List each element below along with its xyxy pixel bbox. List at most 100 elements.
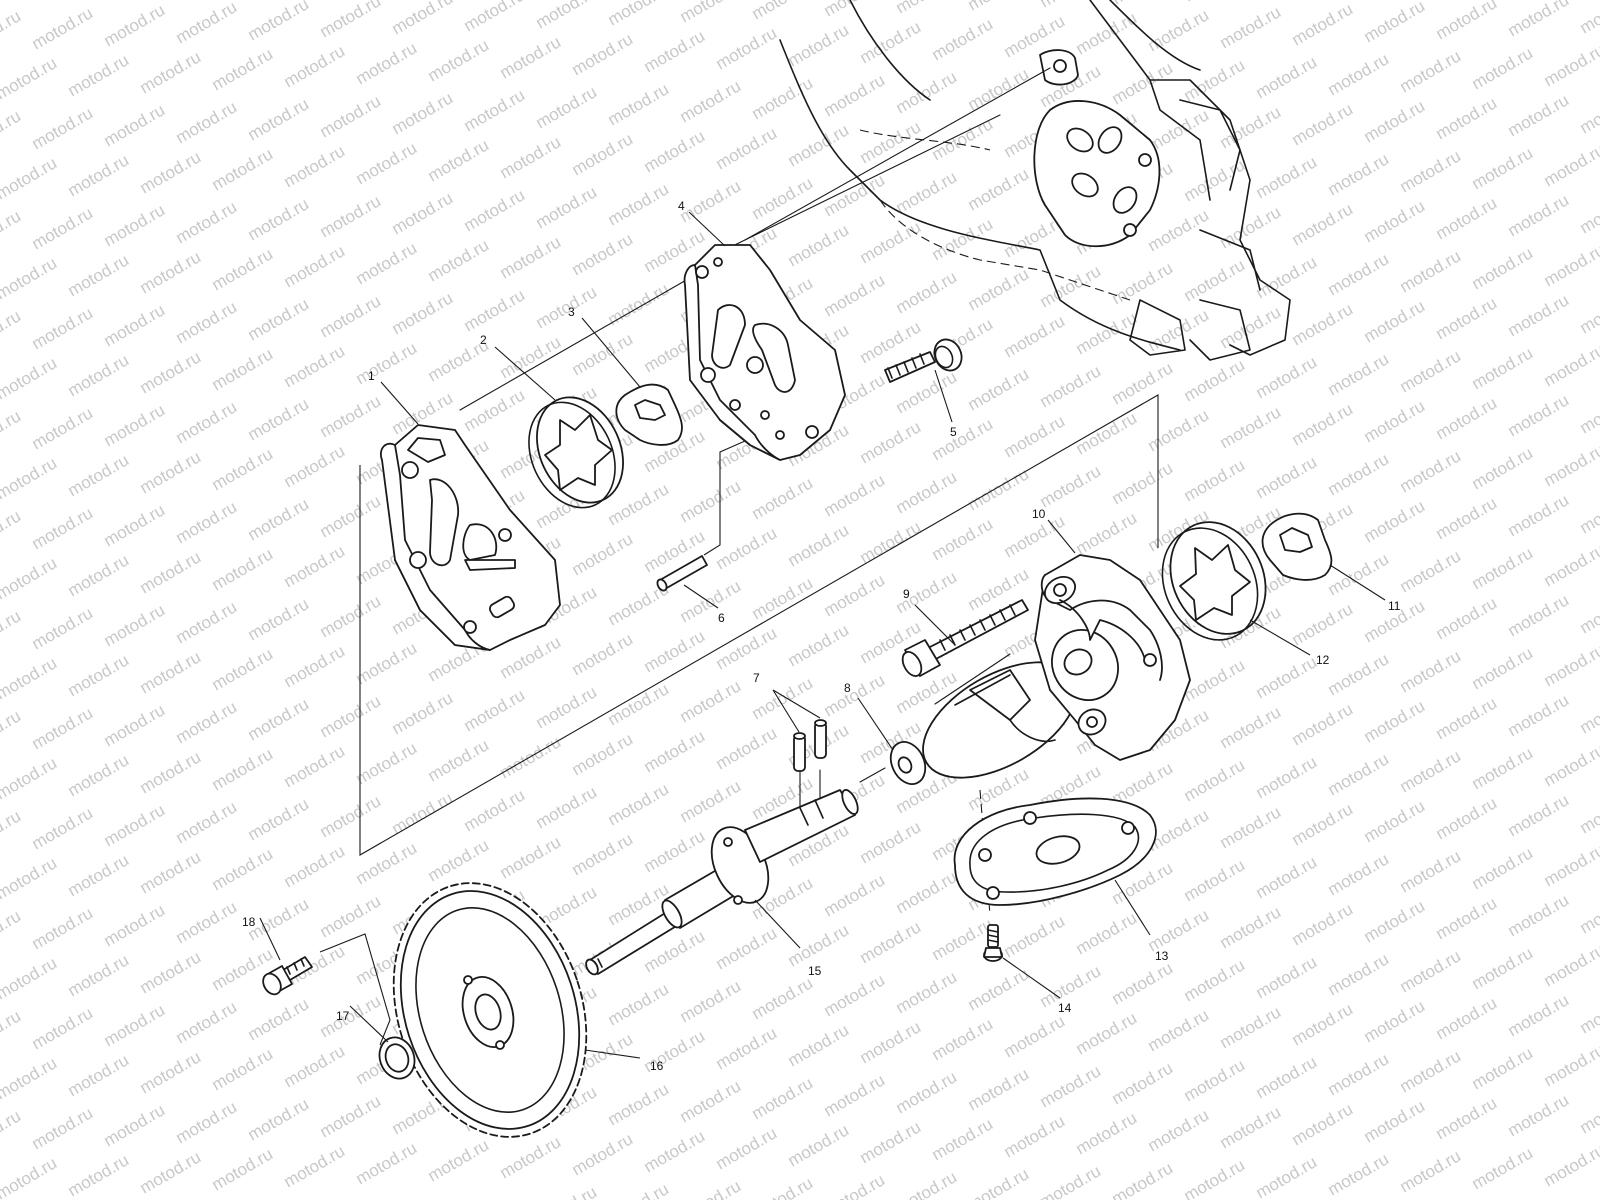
- watermark-text: motod.ru: [245, 1094, 313, 1144]
- watermark-text: motod.ru: [749, 73, 817, 123]
- watermark-text: motod.ru: [1397, 46, 1465, 96]
- watermark-text: motod.ru: [353, 138, 421, 188]
- watermark-text: motod.ru: [461, 385, 529, 435]
- watermark-text: motod.ru: [1289, 899, 1357, 949]
- watermark-text: motod.ru: [1433, 0, 1501, 43]
- watermark-text: motod.ru: [0, 306, 24, 356]
- watermark-text: motod.ru: [353, 638, 421, 688]
- watermark-text: motod.ru: [101, 900, 169, 950]
- watermark-text: motod.ru: [1325, 749, 1393, 799]
- watermark-text: motod.ru: [281, 41, 349, 91]
- watermark-text: motod.ru: [893, 1067, 961, 1117]
- watermark-text: motod.ru: [1325, 49, 1393, 99]
- watermark-text: motod.ru: [1001, 911, 1069, 961]
- watermark-text: motod.ru: [857, 17, 925, 67]
- watermark-text: motod.ru: [1253, 352, 1321, 402]
- callout-10: 10: [1032, 507, 1046, 521]
- watermark-text: motod.ru: [65, 150, 133, 200]
- callout-3: 3: [568, 305, 575, 319]
- watermark-text: motod.ru: [569, 29, 637, 79]
- watermark-text: motod.ru: [137, 47, 205, 97]
- watermark-text: motod.ru: [1037, 461, 1105, 511]
- watermark-text: motod.ru: [569, 529, 637, 579]
- watermark-text: motod.ru: [1001, 411, 1069, 461]
- watermark-text: motod.ru: [0, 706, 24, 756]
- watermark-text: motod.ru: [857, 817, 925, 867]
- part-12-outer-rotor: [1161, 521, 1267, 641]
- watermark-text: motod.ru: [1001, 1111, 1069, 1161]
- watermark-text: motod.ru: [137, 747, 205, 797]
- watermark-text: motod.ru: [533, 182, 601, 232]
- watermark-text: motod.ru: [605, 979, 673, 1029]
- watermark-text: motod.ru: [1541, 140, 1600, 190]
- watermark-text: motod.ru: [605, 179, 673, 229]
- watermark-text: motod.ru: [965, 464, 1033, 514]
- watermark-text: motod.ru: [1433, 593, 1501, 643]
- watermark-text: motod.ru: [1469, 343, 1537, 393]
- watermark-text: motod.ru: [65, 350, 133, 400]
- watermark-text: motod.ru: [1325, 1149, 1393, 1199]
- watermark-text: motod.ru: [965, 264, 1033, 314]
- watermark-text: motod.ru: [1109, 358, 1177, 408]
- watermark-text: motod.ru: [1577, 387, 1600, 437]
- watermark-text: motod.ru: [1253, 1152, 1321, 1200]
- watermark-text: motod.ru: [929, 414, 997, 464]
- watermark-text: motod.ru: [425, 835, 493, 885]
- part-13-gasket: [953, 797, 1157, 906]
- watermark-text: motod.ru: [101, 0, 169, 50]
- watermark-text: motod.ru: [137, 347, 205, 397]
- watermark-text: motod.ru: [1541, 1040, 1600, 1090]
- watermark-text: motod.ru: [1109, 0, 1177, 8]
- watermark-text: motod.ru: [1577, 787, 1600, 837]
- watermark-text: motod.ru: [1073, 1008, 1141, 1058]
- watermark-text: motod.ru: [137, 1047, 205, 1097]
- watermark-text: motod.ru: [1361, 196, 1429, 246]
- watermark-text: motod.ru: [317, 891, 385, 941]
- watermark-text: motod.ru: [1217, 202, 1285, 252]
- watermark-text: motod.ru: [1145, 305, 1213, 355]
- watermark-text: motod.ru: [1361, 496, 1429, 546]
- watermark-text: motod.ru: [0, 406, 24, 456]
- watermark-text: motod.ru: [1577, 887, 1600, 937]
- watermark-text: motod.ru: [1253, 52, 1321, 102]
- watermark-text: motod.ru: [497, 232, 565, 282]
- watermark-text: motod.ru: [749, 473, 817, 523]
- watermark-text: motod.ru: [713, 1123, 781, 1173]
- watermark-text: motod.ru: [497, 132, 565, 182]
- watermark-text: motod.ru: [1541, 340, 1600, 390]
- watermark-text: motod.ru: [209, 744, 277, 794]
- watermark-text: motod.ru: [1541, 240, 1600, 290]
- watermark-text: motod.ru: [1289, 299, 1357, 349]
- watermark-text: motod.ru: [317, 1091, 385, 1141]
- watermark-text: motod.ru: [1469, 443, 1537, 493]
- watermark-text: motod.ru: [317, 991, 385, 1041]
- watermark-text: motod.ru: [1181, 255, 1249, 305]
- watermark-text: motod.ru: [785, 620, 853, 670]
- watermark-text: motod.ru: [857, 1117, 925, 1167]
- watermark-text: motod.ru: [1253, 652, 1321, 702]
- watermark-text: motod.ru: [1289, 999, 1357, 1049]
- watermark-text: motod.ru: [461, 785, 529, 835]
- watermark-text: motod.ru: [713, 523, 781, 573]
- watermark-text: motod.ru: [1037, 1061, 1105, 1111]
- watermark-text: motod.ru: [641, 626, 709, 676]
- watermark-text: motod.ru: [569, 629, 637, 679]
- watermark-text: motod.ru: [785, 520, 853, 570]
- callout-18: 18: [242, 915, 256, 929]
- watermark-text: motod.ru: [821, 570, 889, 620]
- watermark-text: motod.ru: [1181, 1055, 1249, 1105]
- watermark-text: motod.ru: [1145, 1105, 1213, 1155]
- watermark-text: motod.ru: [1577, 287, 1600, 337]
- watermark-text: motod.ru: [173, 97, 241, 147]
- watermark-text: motod.ru: [173, 597, 241, 647]
- watermark-text: motod.ru: [0, 206, 24, 256]
- watermark-text: motod.ru: [317, 491, 385, 541]
- watermark-text: motod.ru: [1469, 543, 1537, 593]
- watermark-text: motod.ru: [1217, 702, 1285, 752]
- watermark-text: motod.ru: [29, 103, 97, 153]
- callout-14: 14: [1058, 1001, 1072, 1015]
- watermark-text: motod.ru: [605, 279, 673, 329]
- watermark-text: motod.ru: [209, 344, 277, 394]
- watermark-text: motod.ru: [893, 0, 961, 17]
- watermark-text: motod.ru: [245, 94, 313, 144]
